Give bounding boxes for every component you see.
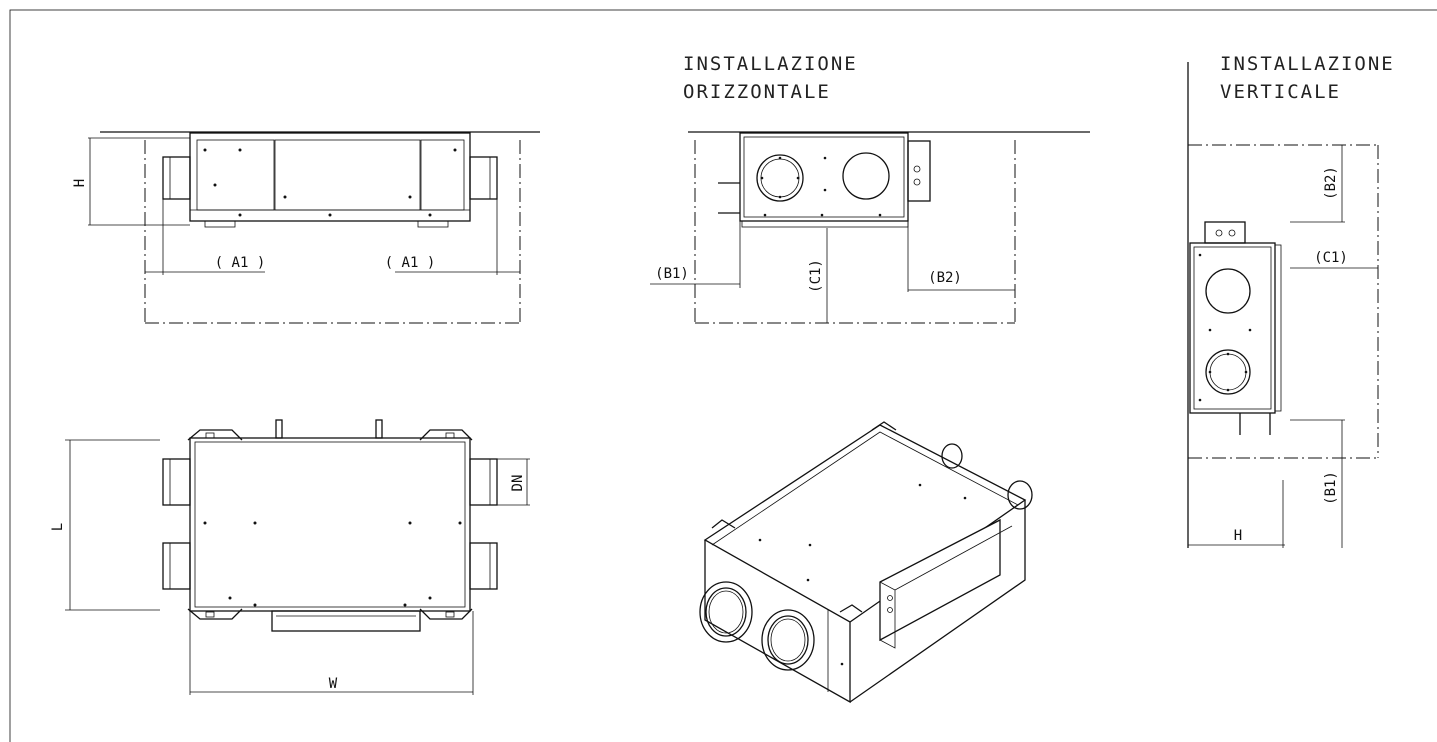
dim-w: W: [329, 676, 338, 692]
title-horizontal-line2: ORIZZONTALE: [683, 81, 831, 103]
front-view: [88, 131, 540, 324]
dim-dn: DN: [510, 475, 526, 492]
horizontal-installation-view: [650, 131, 1090, 324]
top-view: [65, 419, 530, 695]
frame-border: [9, 9, 1437, 742]
top-body: [189, 437, 471, 612]
iso-top-face: [703, 424, 1027, 623]
left-duct: [162, 156, 191, 200]
dim-c1: (C1): [808, 259, 824, 293]
vertical-installation-view: [1187, 62, 1379, 548]
dim-v-h: H: [1234, 528, 1242, 544]
dim-l: L: [50, 523, 66, 531]
dim-a1-left: ( A1 ): [215, 255, 266, 271]
front-body: [189, 132, 471, 222]
title-vertical-line2: VERTICALE: [1220, 81, 1341, 103]
dim-b1: (B1): [655, 266, 689, 282]
title-vertical-line1: INSTALLAZIONE: [1220, 53, 1395, 75]
iso-right-face: [849, 500, 1026, 703]
dim-a1-right: ( A1 ): [385, 255, 436, 271]
dim-h: H: [72, 179, 88, 187]
dim-v-c1: (C1): [1314, 250, 1348, 266]
title-horizontal-line1: INSTALLAZIONE: [683, 53, 858, 75]
dim-v-b1: (B1): [1323, 471, 1339, 505]
dim-b2: (B2): [928, 270, 962, 286]
right-duct: [469, 156, 498, 200]
isometric-view: [699, 421, 1033, 704]
dim-v-b2: (B2): [1323, 166, 1339, 200]
